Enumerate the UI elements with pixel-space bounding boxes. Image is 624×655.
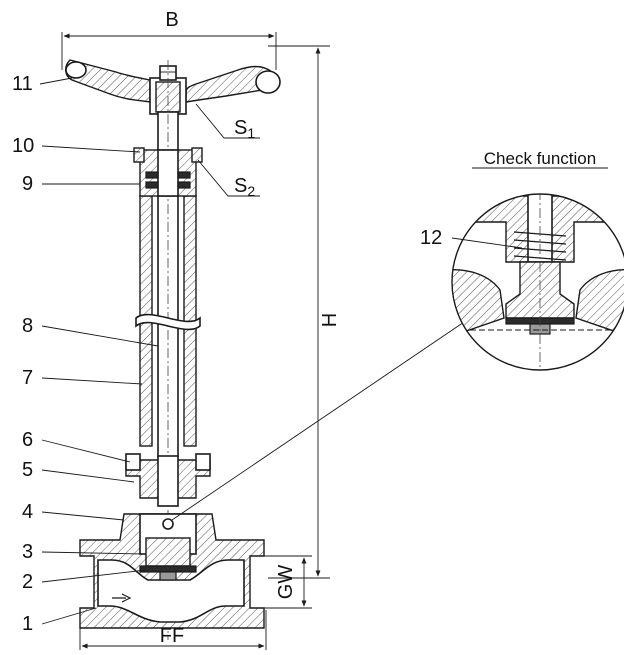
- dim-ff-label: FF: [160, 625, 184, 647]
- handwheel: [65, 59, 281, 115]
- gland-packing: [133, 147, 203, 197]
- dim-h-label: H: [319, 313, 341, 327]
- dim-gw-label: GW: [275, 565, 297, 600]
- part-label: 2: [22, 571, 33, 593]
- labels: B H GW FF S1 S2 Check function 11 10 9 8…: [12, 9, 596, 647]
- s1-label: S1: [234, 117, 255, 141]
- dim-b-label: B: [165, 9, 178, 31]
- part-label: 4: [22, 501, 33, 523]
- s2-label: S2: [234, 175, 255, 199]
- detail-check-function: [171, 167, 624, 521]
- dimension-h: [268, 45, 330, 579]
- valve-body: [79, 513, 265, 629]
- part-label: 10: [12, 135, 34, 157]
- dimension-b: [61, 32, 277, 70]
- bonnet: [125, 453, 211, 507]
- part-label: 7: [22, 367, 33, 389]
- stem-extension: [135, 60, 201, 640]
- part-label: 8: [22, 315, 33, 337]
- part-label: 6: [22, 429, 33, 451]
- dimension-gw: [262, 555, 312, 609]
- part-label: 9: [22, 173, 33, 195]
- part-label: 1: [22, 613, 33, 635]
- detail-title: Check function: [484, 149, 596, 168]
- part-label: 3: [22, 541, 33, 563]
- leader-lines: [39, 77, 523, 625]
- part-label: 5: [22, 459, 33, 481]
- part-label: 11: [12, 73, 33, 95]
- part-label: 12: [420, 227, 442, 249]
